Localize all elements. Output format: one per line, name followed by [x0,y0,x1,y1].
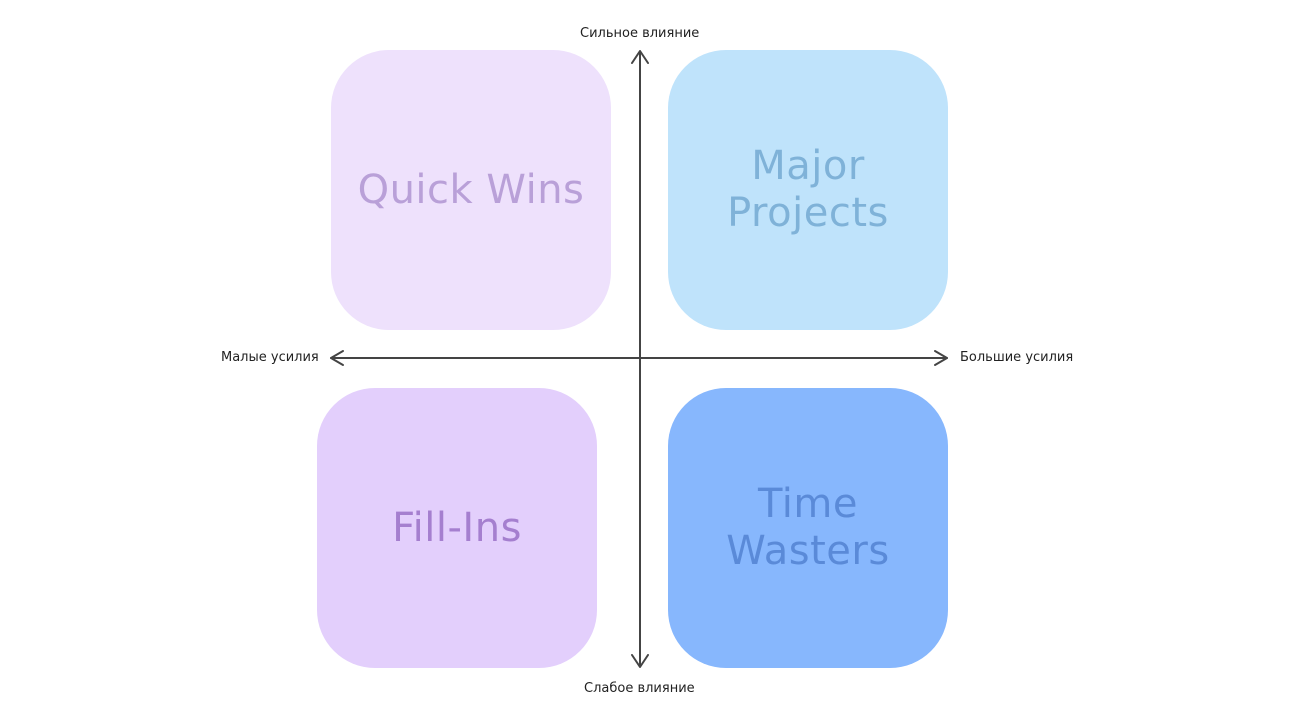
axis-label-high-effort: Большие усилия [960,350,1074,365]
quadrant-fill-ins: Fill-Ins [317,388,597,668]
arrow-up-icon [631,50,649,64]
axis-label-high-impact: Сильное влияние [580,26,700,41]
quadrant-label-fill-ins: Fill-Ins [392,504,522,551]
arrow-right-icon [934,350,948,366]
quadrant-label-major-projects: Major Projects [727,143,889,236]
axis-label-low-effort: Малые усилия [221,350,319,365]
arrow-left-icon [330,350,344,366]
quadrant-time-wasters: Time Wasters [668,388,948,668]
axis-label-low-impact: Слабое влияние [584,681,695,696]
quadrant-label-time-wasters: Time Wasters [726,481,890,574]
quadrant-label-quick-wins: Quick Wins [357,166,585,213]
quadrant-major-projects: Major Projects [668,50,948,330]
quadrant-quick-wins: Quick Wins [331,50,611,330]
arrow-down-icon [631,654,649,668]
